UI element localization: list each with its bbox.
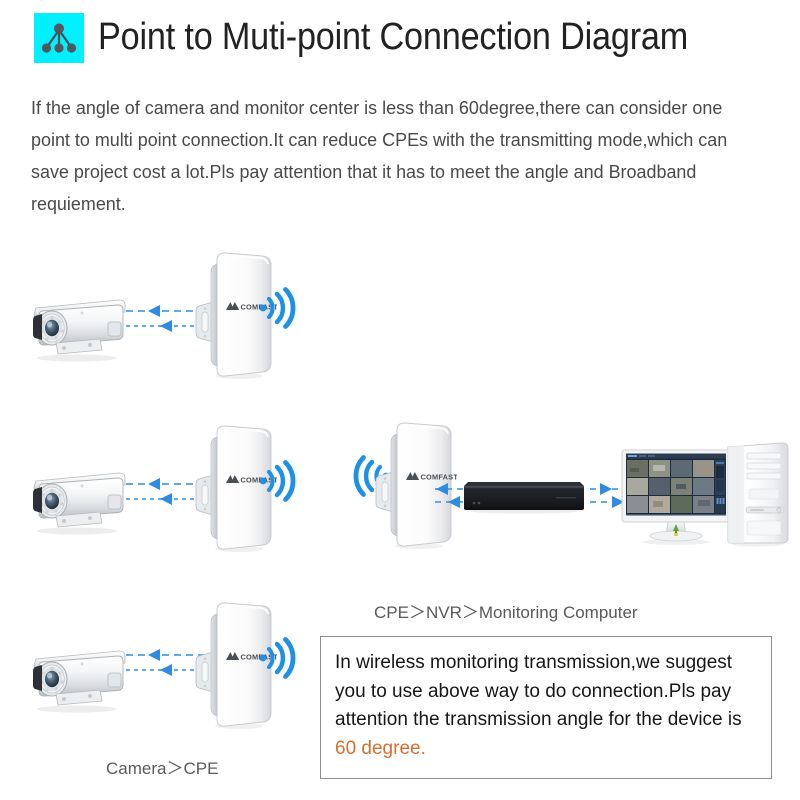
bullet-cctv-camera	[32, 472, 126, 536]
intro-paragraph: If the angle of camera and monitor cente…	[31, 97, 728, 214]
link-nvr-monitor-upper	[590, 483, 640, 495]
page-header: Point to Muti-point Connection Diagram	[0, 0, 800, 78]
comfast-cpe	[195, 252, 277, 380]
label-camera-to-cpe: Camera＞CPE	[106, 759, 219, 778]
monitoring-computer-display	[621, 449, 731, 546]
link-dashed-lower	[126, 320, 210, 332]
row-1-camera-to-cpe	[32, 252, 293, 380]
label-cpe-nvr-monitoring-computer: CPE＞NVR＞Monitoring Computer	[374, 603, 638, 622]
callout-box: In wireless monitoring transmission,we s…	[320, 636, 772, 779]
link-dashed-upper	[126, 478, 210, 490]
comfast-cpe	[195, 602, 277, 730]
link-dashed-lower	[126, 493, 210, 505]
link-cpe-nvr-lower	[435, 496, 470, 508]
nvr-recorder	[464, 482, 584, 514]
chain-cpe-nvr-monitor	[356, 422, 789, 550]
comfast-cpe	[195, 425, 277, 553]
callout-text-main: In wireless monitoring transmission,we s…	[335, 652, 742, 730]
point-to-multipoint-icon	[34, 13, 84, 63]
bullet-cctv-camera	[32, 650, 126, 714]
row-3-camera-to-cpe	[32, 602, 293, 730]
row-2-camera-to-cpe	[32, 425, 293, 553]
callout-text: In wireless monitoring transmission,we s…	[335, 649, 763, 763]
link-cpe-nvr-upper	[435, 483, 470, 495]
page-title: Point to Muti-point Connection Diagram	[98, 16, 689, 58]
link-dashed-upper	[126, 649, 210, 661]
bullet-cctv-camera	[32, 299, 126, 363]
callout-highlight-angle: 60 degree.	[335, 737, 426, 759]
link-dashed-lower	[126, 664, 210, 676]
link-dashed-upper	[126, 305, 210, 317]
link-nvr-monitor-lower	[590, 496, 640, 508]
pc-tower	[727, 442, 789, 547]
